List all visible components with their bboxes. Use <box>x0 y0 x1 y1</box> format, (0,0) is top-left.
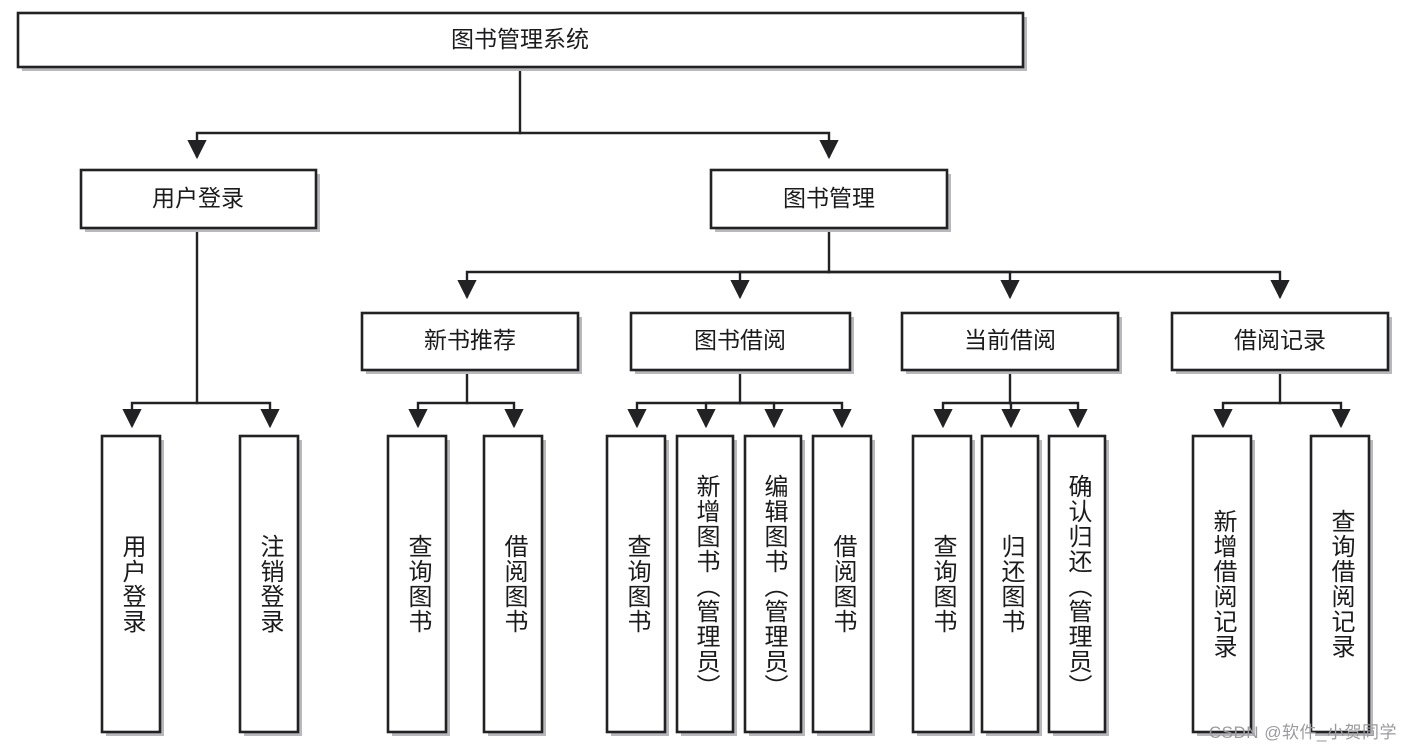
node-user-login[interactable]: 用户登录 <box>79 168 320 232</box>
node-new-book-recommend-label: 新书推荐 <box>424 327 516 353</box>
node-leaf-confirm-return[interactable] <box>1047 434 1109 736</box>
edge-current-borrow-to-leaf-query-book-3 <box>933 372 1012 429</box>
edge-borrow-record-to-leaf-query-record <box>1278 401 1351 429</box>
edge-book-manage-to-book-borrow <box>730 270 831 300</box>
node-new-book-recommend[interactable]: 新书推荐 <box>360 311 582 374</box>
edge-new-book-recommend-to-leaf-query-book-1 <box>408 372 469 429</box>
edge-root-to-user-login <box>187 65 522 160</box>
edge-new-book-recommend-to-leaf-borrow-book-1 <box>465 401 524 429</box>
node-borrow-record[interactable]: 借阅记录 <box>1170 311 1392 374</box>
edge-book-manage-to-new-book-recommend <box>457 230 831 300</box>
node-leaf-add-book[interactable] <box>675 434 737 736</box>
node-book-borrow-label: 图书借阅 <box>694 327 786 353</box>
edge-borrow-record-to-leaf-add-record <box>1213 372 1282 429</box>
edge-user-login-to-leaf-user-logout <box>195 401 280 429</box>
node-root[interactable]: 图书管理系统 <box>16 11 1027 71</box>
edge-user-login-to-leaf-user-login <box>122 230 199 429</box>
edge-book-manage-to-borrow-record <box>827 270 1290 300</box>
edge-current-borrow-to-leaf-confirm-return <box>1008 401 1088 429</box>
node-book-manage-label: 图书管理 <box>783 185 875 211</box>
leaf-boxes-group <box>100 434 1373 736</box>
edge-book-borrow-to-leaf-query-book-2 <box>627 372 742 429</box>
watermark-text: CSDN @软件_小贺同学 <box>1208 723 1397 742</box>
node-user-login-label: 用户登录 <box>152 185 244 211</box>
edge-book-manage-to-current-borrow <box>827 270 1020 300</box>
node-leaf-query-record[interactable] <box>1309 434 1373 736</box>
node-current-borrow[interactable]: 当前借阅 <box>900 311 1122 374</box>
edges-group <box>122 65 1351 429</box>
node-leaf-add-record[interactable] <box>1191 434 1255 736</box>
edge-book-borrow-to-leaf-borrow-book-2 <box>738 401 852 429</box>
node-book-manage[interactable]: 图书管理 <box>709 168 951 232</box>
node-leaf-query-book-1[interactable] <box>386 434 450 736</box>
node-leaf-query-book-3[interactable] <box>911 434 975 736</box>
edge-book-borrow-to-leaf-edit-book <box>738 401 784 429</box>
node-leaf-query-book-2[interactable] <box>605 434 669 736</box>
node-leaf-user-logout[interactable] <box>238 434 302 736</box>
node-borrow-record-label: 借阅记录 <box>1234 327 1326 353</box>
node-current-borrow-label: 当前借阅 <box>964 327 1056 353</box>
node-leaf-user-login[interactable] <box>100 434 164 736</box>
edge-current-borrow-to-leaf-return-book <box>1001 401 1021 429</box>
node-leaf-edit-book[interactable] <box>743 434 805 736</box>
node-book-borrow[interactable]: 图书借阅 <box>629 311 854 374</box>
node-leaf-return-book[interactable] <box>980 434 1042 736</box>
node-root-label: 图书管理系统 <box>451 26 589 52</box>
edge-book-borrow-to-leaf-add-book <box>696 401 742 429</box>
edge-root-to-book-manage <box>518 131 839 160</box>
node-leaf-borrow-book-2[interactable] <box>811 434 875 736</box>
node-leaf-borrow-book-1[interactable] <box>482 434 546 736</box>
